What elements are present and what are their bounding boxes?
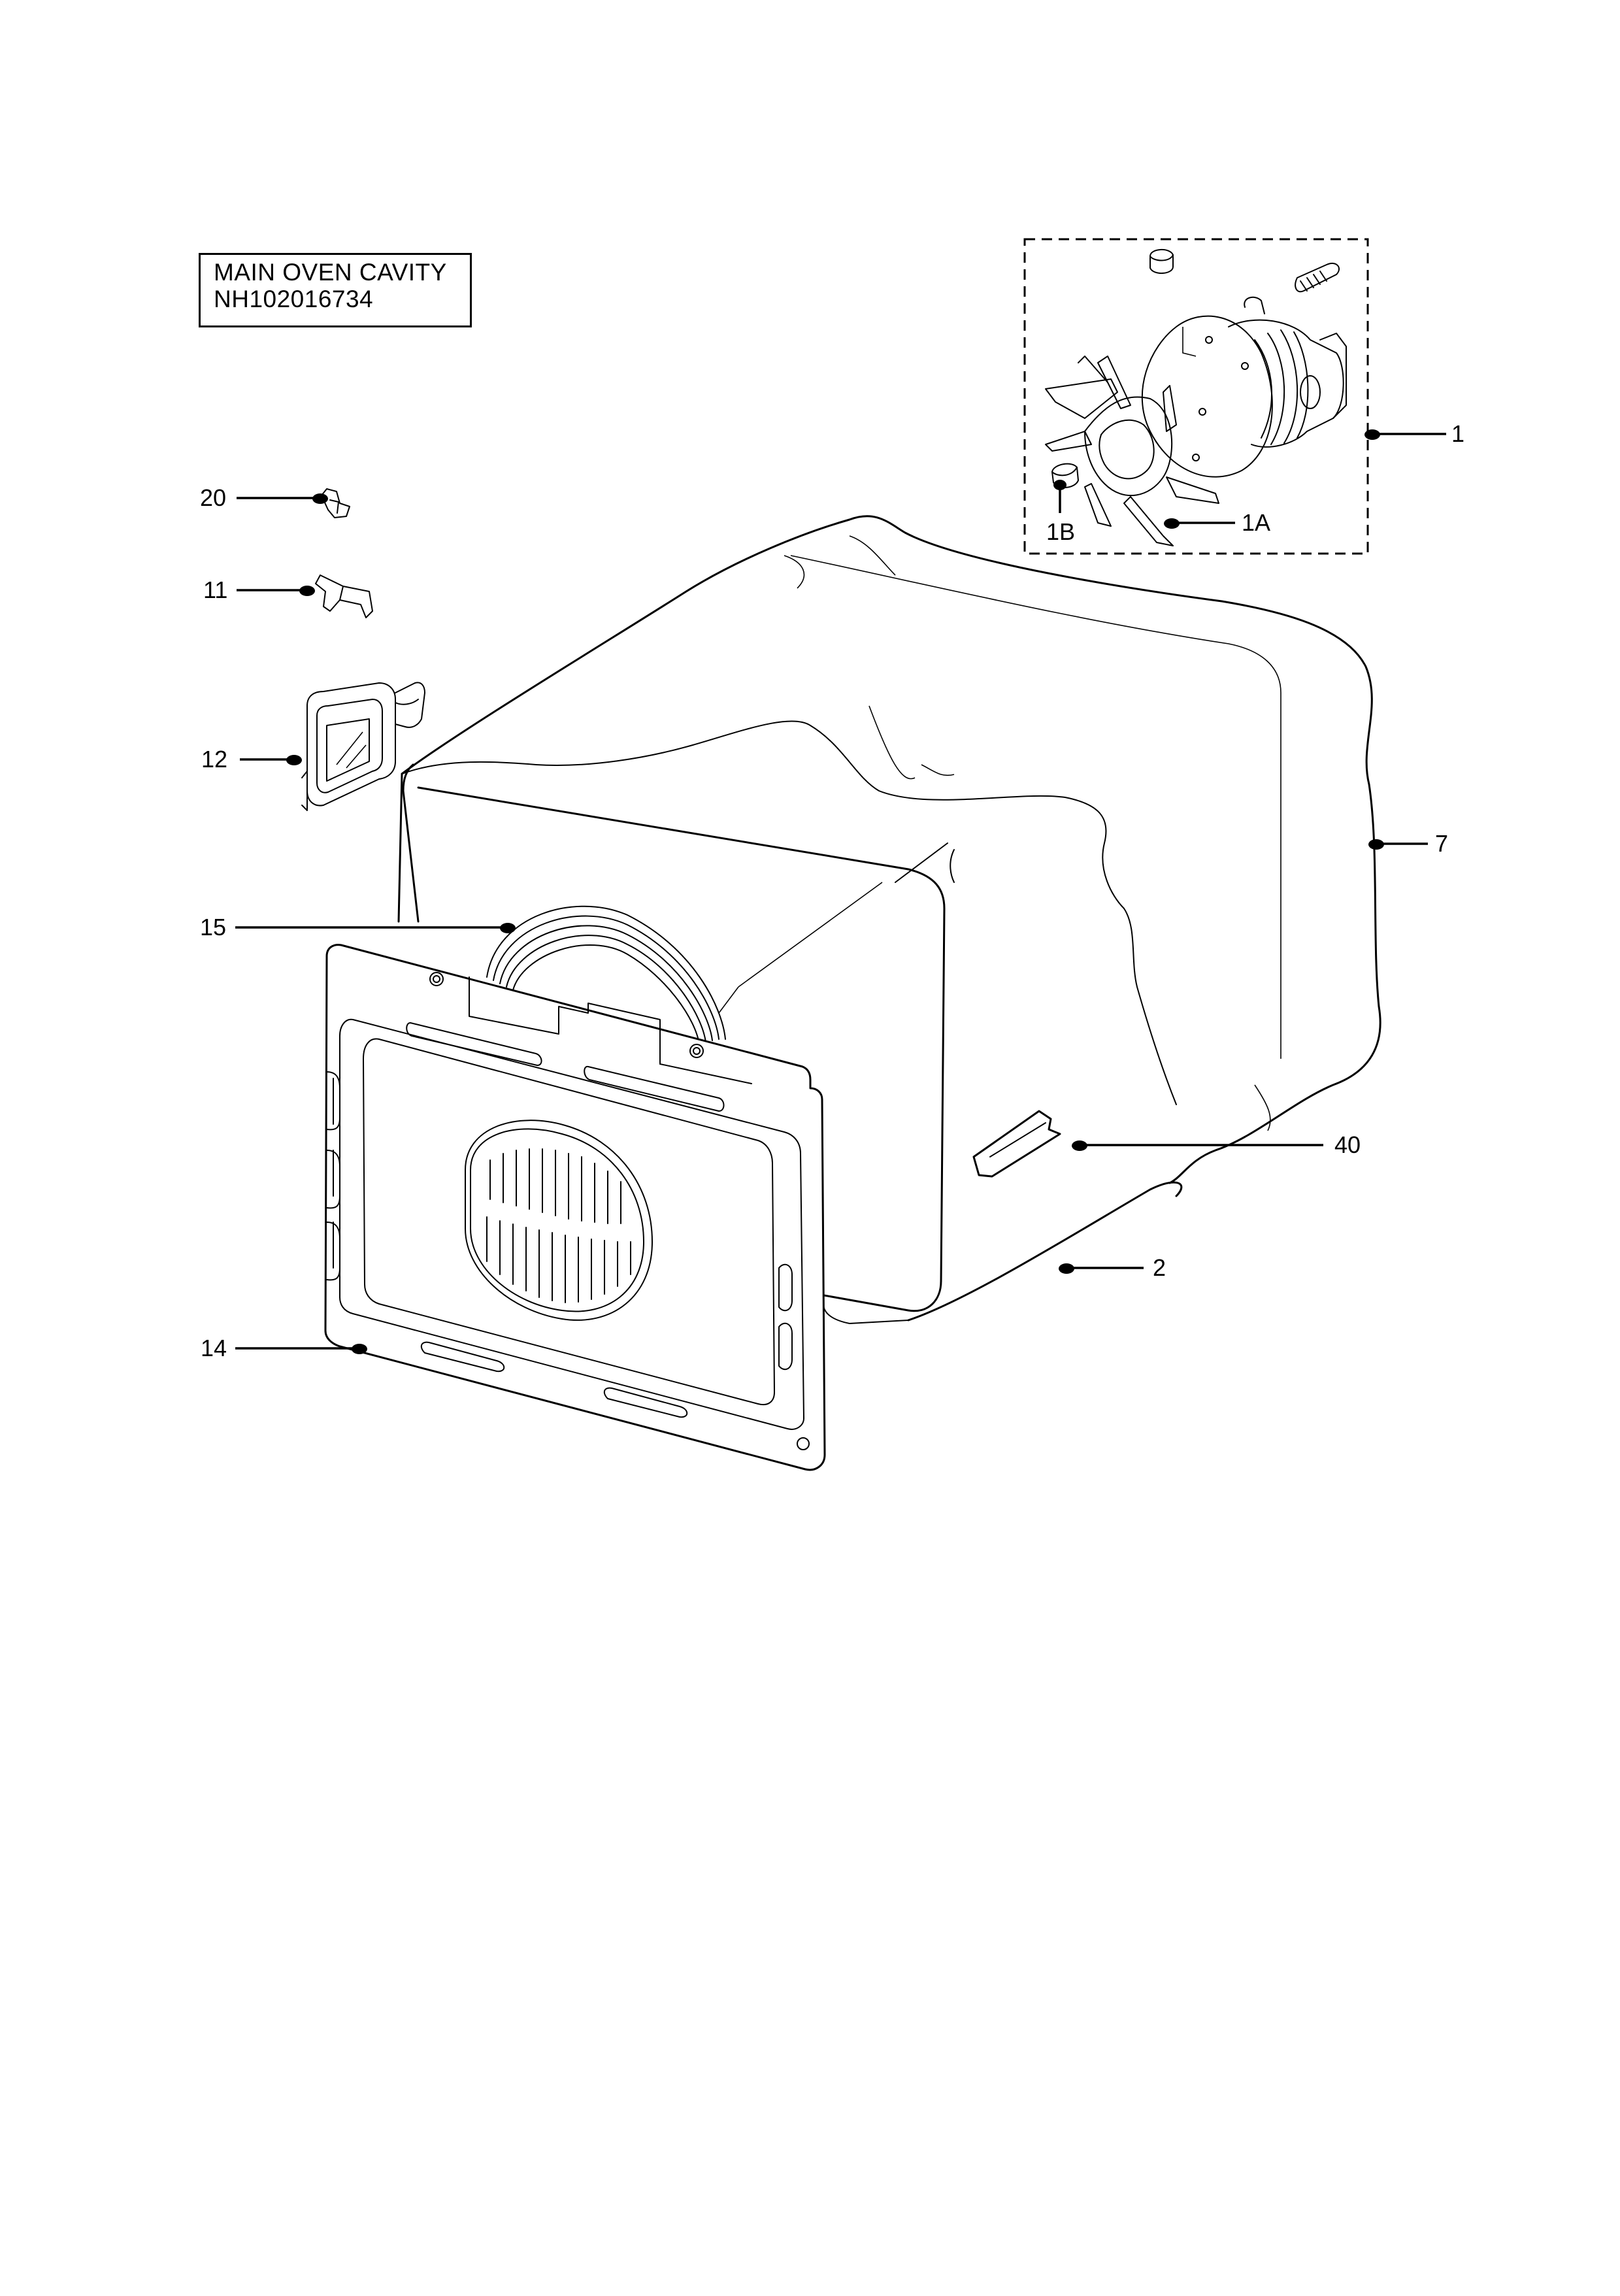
oven-cavity: [397, 763, 1183, 1324]
callout-7: 7: [1435, 830, 1449, 857]
oven-lamp-assembly: [301, 682, 425, 811]
callout-11: 11: [203, 576, 228, 603]
callout-15: 15: [200, 914, 227, 940]
cavity-insulation: [401, 515, 1381, 1184]
diagram-title: MAIN OVEN CAVITY: [214, 259, 447, 286]
bracket: [315, 574, 373, 618]
diagram-title-box: MAIN OVEN CAVITY NH102016734: [199, 253, 472, 327]
callout-1a: 1A: [1242, 509, 1271, 536]
clip: [321, 488, 350, 518]
leader-lines: [235, 429, 1446, 1354]
callout-20: 20: [200, 484, 227, 511]
diagram-part-number: NH102016734: [214, 286, 374, 312]
callout-14: 14: [201, 1335, 227, 1361]
callout-40: 40: [1334, 1131, 1361, 1158]
back-panel: [324, 944, 826, 1471]
callout-1: 1: [1451, 420, 1465, 447]
callout-1b: 1B: [1046, 518, 1076, 545]
callout-12: 12: [201, 746, 228, 773]
callout-2: 2: [1153, 1254, 1166, 1281]
fan-motor-assembly: [1023, 238, 1369, 555]
fan-grille: [465, 1120, 653, 1321]
fan-blade: [1045, 356, 1219, 546]
shelf-runner-support: [972, 1110, 1061, 1178]
